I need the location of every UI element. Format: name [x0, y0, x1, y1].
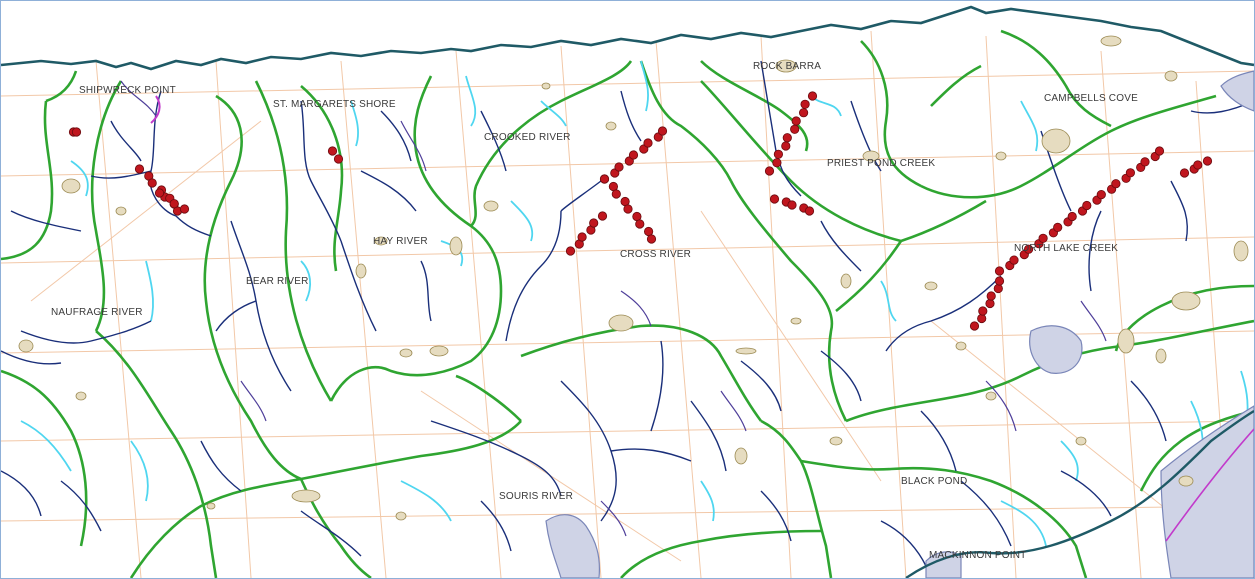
sample-point [597, 211, 608, 221]
sample-point [1193, 160, 1203, 170]
wetland-patches [18, 35, 1249, 521]
water-bodies [545, 70, 1254, 578]
sample-point [787, 200, 797, 210]
sample-point [1202, 156, 1213, 166]
sample-point [994, 276, 1005, 286]
sample-point [804, 206, 815, 216]
sample-point [1082, 200, 1092, 211]
river-network [1, 60, 1254, 567]
sample-point [1111, 179, 1121, 189]
label-naufrage-river: NAUFRAGE RIVER [51, 307, 143, 318]
river-network-secondary [120, 80, 1107, 537]
label-souris-river: SOURIS RIVER [499, 491, 573, 502]
north-coastline [1, 5, 1254, 71]
sample-point [1009, 255, 1019, 265]
sample-point [985, 298, 995, 309]
sample-point [772, 158, 782, 168]
sample-point [764, 166, 775, 176]
label-priest-pond-creek: PRIEST POND CREEK [827, 158, 935, 169]
sample-point [773, 149, 784, 159]
sample-point [1023, 244, 1034, 254]
sample-point [986, 291, 996, 301]
sample-point [1067, 211, 1077, 222]
south-shore-magenta [1165, 428, 1254, 542]
sample-point [800, 99, 810, 109]
sample-point [1140, 157, 1150, 167]
sample-point [646, 234, 657, 244]
sample-point [643, 138, 653, 148]
label-black-pond: BLACK POND [901, 476, 967, 487]
sample-point [1125, 168, 1136, 178]
sample-point [1096, 190, 1106, 200]
sample-point [333, 154, 344, 164]
label-north-lake-creek: NORTH LAKE CREEK [1014, 243, 1118, 254]
sample-point [71, 127, 82, 137]
sample-points [68, 91, 1213, 331]
sample-point [657, 126, 668, 136]
sample-point [623, 204, 633, 214]
sample-point [1038, 233, 1048, 243]
watershed-boundaries [1, 29, 1254, 578]
sample-point [577, 232, 587, 242]
sample-point [791, 116, 801, 126]
sample-point [1053, 222, 1063, 232]
sample-point [179, 204, 190, 214]
sample-point [977, 313, 987, 324]
label-mackinnon-point: MACKINNON POINT [929, 550, 1026, 561]
sample-point [1179, 168, 1190, 178]
sample-point [134, 164, 145, 174]
sample-point [169, 199, 179, 209]
sample-point [327, 146, 338, 156]
sample-point [599, 174, 610, 184]
label-cross-river: CROSS RIVER [620, 249, 691, 260]
sample-point [993, 283, 1003, 294]
sample-point [769, 194, 780, 204]
sample-point [969, 321, 980, 331]
sample-point [154, 188, 165, 198]
label-bear-river: BEAR RIVER [246, 276, 309, 287]
sample-point [614, 162, 624, 172]
label-shipwreck-point: SHIPWRECK POINT [79, 85, 176, 96]
label-crooked-river: CROOKED RIVER [484, 132, 571, 143]
sample-point [611, 189, 621, 199]
sample-point [978, 306, 988, 316]
label-hay-river: HAY RIVER [373, 236, 428, 247]
sample-point [635, 219, 645, 229]
shipwreck-inlet [150, 95, 161, 124]
sample-point [565, 246, 576, 256]
sample-point [994, 266, 1005, 276]
label-rock-barra: ROCK BARRA [753, 61, 821, 72]
south-coastline [905, 409, 1254, 578]
sample-point [807, 91, 818, 101]
sample-point [147, 178, 157, 188]
sample-point [628, 150, 639, 160]
sample-point [798, 108, 809, 118]
label-st-margarets-shore: ST. MARGARETS SHORE [273, 99, 396, 110]
label-campbells-cove: CAMPBELLS COVE [1044, 93, 1138, 104]
sample-point [782, 133, 792, 143]
sample-point [589, 218, 599, 228]
sample-point [790, 124, 800, 134]
place-labels: SHIPWRECK POINT ST. MARGARETS SHORE ROCK… [51, 61, 1138, 561]
sample-point [1154, 146, 1165, 156]
sample-point [781, 141, 791, 151]
